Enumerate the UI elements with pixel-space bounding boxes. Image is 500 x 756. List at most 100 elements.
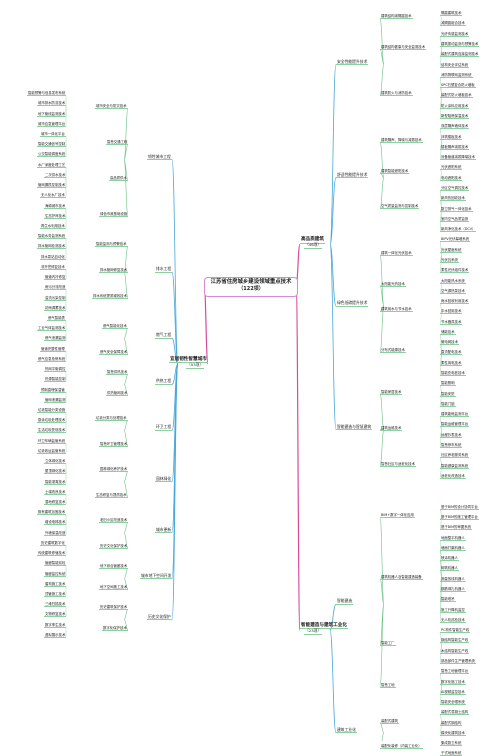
leaf-node[interactable]: 智慧工地管理平台 (440, 669, 470, 675)
group-left-0-8[interactable]: 历史文化保护 (147, 613, 172, 621)
leaf-node[interactable]: 智能照明 (440, 381, 456, 387)
leaf-node[interactable]: 智能健康监测系统 (440, 463, 470, 469)
leaf-node[interactable]: 公交智能调度系统 (37, 152, 67, 158)
leaf-node[interactable]: 基于BIM的施工管理平台 (440, 515, 479, 520)
sub-left-0-0-1[interactable]: 智慧交通工程 (106, 140, 129, 146)
leaf-node[interactable]: 基于BIM的审图系统 (440, 525, 472, 531)
leaf-node[interactable]: 双层隔声墙体技术 (440, 124, 470, 130)
leaf-node[interactable]: 初雨调蓄技术 (44, 305, 67, 311)
sub-right-0-1-0[interactable]: 建筑隔声、降噪与减振技术 (380, 137, 423, 143)
leaf-node[interactable]: 文物修复技术 (44, 612, 67, 618)
sub-right-1-1-1[interactable]: 装配化装修（内装工业化） (380, 744, 423, 750)
leaf-node[interactable]: 智能运维管理平台 (440, 422, 470, 428)
group-left-0-7[interactable]: 城市地下空间开发 (140, 572, 173, 580)
leaf-node[interactable]: 光伏遮阳系统 (440, 165, 463, 171)
sub-right-0-0-1[interactable]: 建筑结构健康与安全监测技术 (380, 45, 427, 51)
leaf-node[interactable]: 数字孪生技术 (44, 622, 67, 628)
leaf-node[interactable]: 海绵城市技术 (44, 203, 67, 209)
leaf-node[interactable]: 热网平衡调控 (44, 367, 67, 373)
leaf-node[interactable]: 装配式建筑连接监测技术 (440, 52, 480, 58)
sub-right-0-2-0[interactable]: 建筑一体化光伏技术 (380, 250, 413, 256)
sub-right-1-0-1[interactable]: 建筑机器人及智能建造装备 (380, 574, 423, 580)
leaf-node[interactable]: 智能安全帽系统 (440, 700, 466, 706)
leaf-node[interactable]: 排水管网检测技术 (37, 244, 67, 250)
leaf-node[interactable]: 模块化建筑技术 (440, 730, 466, 736)
sub-left-0-7-0[interactable]: 地下综合管廊技术 (99, 564, 129, 570)
leaf-node[interactable]: 垃圾智能分类设施 (37, 408, 67, 414)
leaf-node[interactable]: 环卫车辆监管系统 (37, 438, 67, 444)
leaf-node[interactable]: 盾构施工技术 (44, 581, 67, 587)
group-left-0-2[interactable]: 燃气工程 (155, 332, 173, 340)
leaf-node[interactable]: 非开挖修复技术 (40, 264, 66, 270)
leaf-node[interactable]: 光伏屋面系统 (440, 247, 463, 253)
branch-left-0-count[interactable]: （53项） (186, 362, 205, 369)
leaf-node[interactable]: 城市排水防涝技术 (37, 101, 67, 107)
leaf-node[interactable]: 集成厨卫系统 (440, 741, 463, 747)
leaf-node[interactable]: BIPV光伏幕墙系统 (440, 237, 471, 243)
leaf-node[interactable]: 微电网技术 (440, 340, 459, 346)
leaf-node[interactable]: 燃气智能表 (47, 316, 66, 322)
sub-left-0-8-0[interactable]: 历史建筑保护技术 (99, 605, 129, 611)
leaf-node[interactable]: 厨余垃圾处理技术 (37, 418, 67, 424)
leaf-node[interactable]: 生活垃圾焚烧技术 (37, 428, 67, 434)
sub-left-0-6-0[interactable]: 老旧小区改造技术 (99, 518, 129, 524)
leaf-node[interactable]: 工业气体监测技术 (37, 326, 67, 332)
leaf-node[interactable]: 雨污分流改造 (44, 285, 67, 291)
leaf-node[interactable]: 湿地修复技术 (44, 500, 67, 506)
leaf-node[interactable]: 二次供水技术 (44, 172, 67, 178)
leaf-node[interactable]: 外墙保温改造 (44, 530, 67, 536)
leaf-node[interactable]: 电动遮阳技术 (440, 175, 463, 181)
leaf-node[interactable]: 智能塔吊 (440, 597, 456, 603)
leaf-node[interactable]: 节水器具技术 (440, 319, 463, 325)
sub-right-1-0-3[interactable]: 智慧工地 (380, 682, 396, 688)
sub-right-0-0-0[interactable]: 建筑结构减隔震技术 (380, 14, 413, 20)
leaf-node[interactable]: 砌筑机器人 (440, 566, 459, 572)
leaf-node[interactable]: 管廊监控系统 (44, 571, 67, 577)
leaf-node[interactable]: 木结构智能生产线 (440, 648, 470, 654)
branch-right-1-count[interactable]: （23项） (304, 628, 323, 635)
leaf-node[interactable]: 燃气泄漏监测 (44, 336, 67, 342)
group-right-1-1[interactable]: 建筑工业化 (336, 726, 357, 734)
leaf-node[interactable]: 立体绿化技术 (44, 459, 67, 465)
sub-left-0-2-1[interactable]: 燃气安全保障技术 (99, 349, 129, 355)
leaf-node[interactable]: 管道完整性管理 (40, 346, 66, 352)
sub-right-0-1-1[interactable]: 建筑智能遮阳技术 (380, 168, 410, 174)
leaf-node[interactable]: 适老化改造技术 (440, 473, 466, 479)
sub-left-0-1-2[interactable]: 排水系统提质增效技术 (92, 293, 128, 299)
group-right-0-1[interactable]: 舒适性能提升技术 (336, 171, 369, 179)
sub-left-0-4-0[interactable]: 垃圾分类与处理技术 (95, 416, 128, 422)
leaf-node[interactable]: 装配式混凝土结构 (440, 710, 470, 716)
leaf-node[interactable]: 无人机巡检技术 (440, 617, 466, 623)
leaf-node[interactable]: 防火涂料应用技术 (440, 103, 470, 109)
sub-left-0-5-0[interactable]: 园林绿化养护技术 (99, 467, 129, 473)
sub-right-1-0-0[interactable]: BIM+数字一体化应用 (380, 512, 415, 518)
leaf-node[interactable]: 管网泄漏监测 (44, 397, 67, 403)
leaf-node[interactable]: 地下管线监测技术 (37, 111, 67, 117)
leaf-node[interactable]: 溢流污染控制 (44, 295, 67, 301)
leaf-node[interactable]: 减隔震组合技术 (440, 21, 466, 27)
leaf-node[interactable]: 测量放线机器人 (440, 576, 466, 582)
sub-right-0-0-2[interactable]: 建筑防火与消防技术 (380, 91, 413, 97)
leaf-node[interactable]: 储能技术 (440, 329, 456, 335)
leaf-node[interactable]: 智能水务监测系统 (37, 234, 67, 240)
leaf-node[interactable]: 墙面打磨机器人 (440, 545, 466, 551)
leaf-node[interactable]: 再生水利用技术 (40, 224, 66, 230)
leaf-node[interactable]: 消防物联网监测系统 (440, 72, 473, 78)
leaf-node[interactable]: 虚拟展示技术 (44, 632, 67, 638)
leaf-node[interactable]: 增设电梯技术 (44, 520, 67, 526)
group-right-0-2[interactable]: 绿色低碳提升技术 (336, 300, 369, 307)
sub-right-0-3-2[interactable]: 智慧社区与适老化技术 (380, 461, 416, 467)
leaf-node[interactable]: 干式地面系统 (440, 751, 463, 756)
leaf-node[interactable]: 施工升降机监控 (440, 607, 466, 613)
branch-left-0[interactable]: 宜居韧性智慧城市 (169, 357, 208, 364)
branch-right-1[interactable]: 智能建造与建筑工业化 (300, 623, 348, 630)
group-left-0-0[interactable]: 韧性城市工程 (147, 153, 172, 161)
leaf-node[interactable]: 太阳能热水系统 (440, 278, 466, 284)
leaf-node[interactable]: PC构件智能生产线 (440, 628, 471, 634)
leaf-node[interactable]: 结构安全评估系统 (440, 62, 470, 68)
group-right-0-0[interactable]: 安全性能提升技术 (336, 58, 369, 66)
branch-right-0-count[interactable]: （46项） (304, 242, 323, 250)
group-left-0-4[interactable]: 环卫工程 (155, 424, 173, 432)
group-left-0-5[interactable]: 园林绿化 (155, 475, 173, 483)
sub-left-0-6-1[interactable]: 历史文化保护技术 (99, 544, 129, 549)
